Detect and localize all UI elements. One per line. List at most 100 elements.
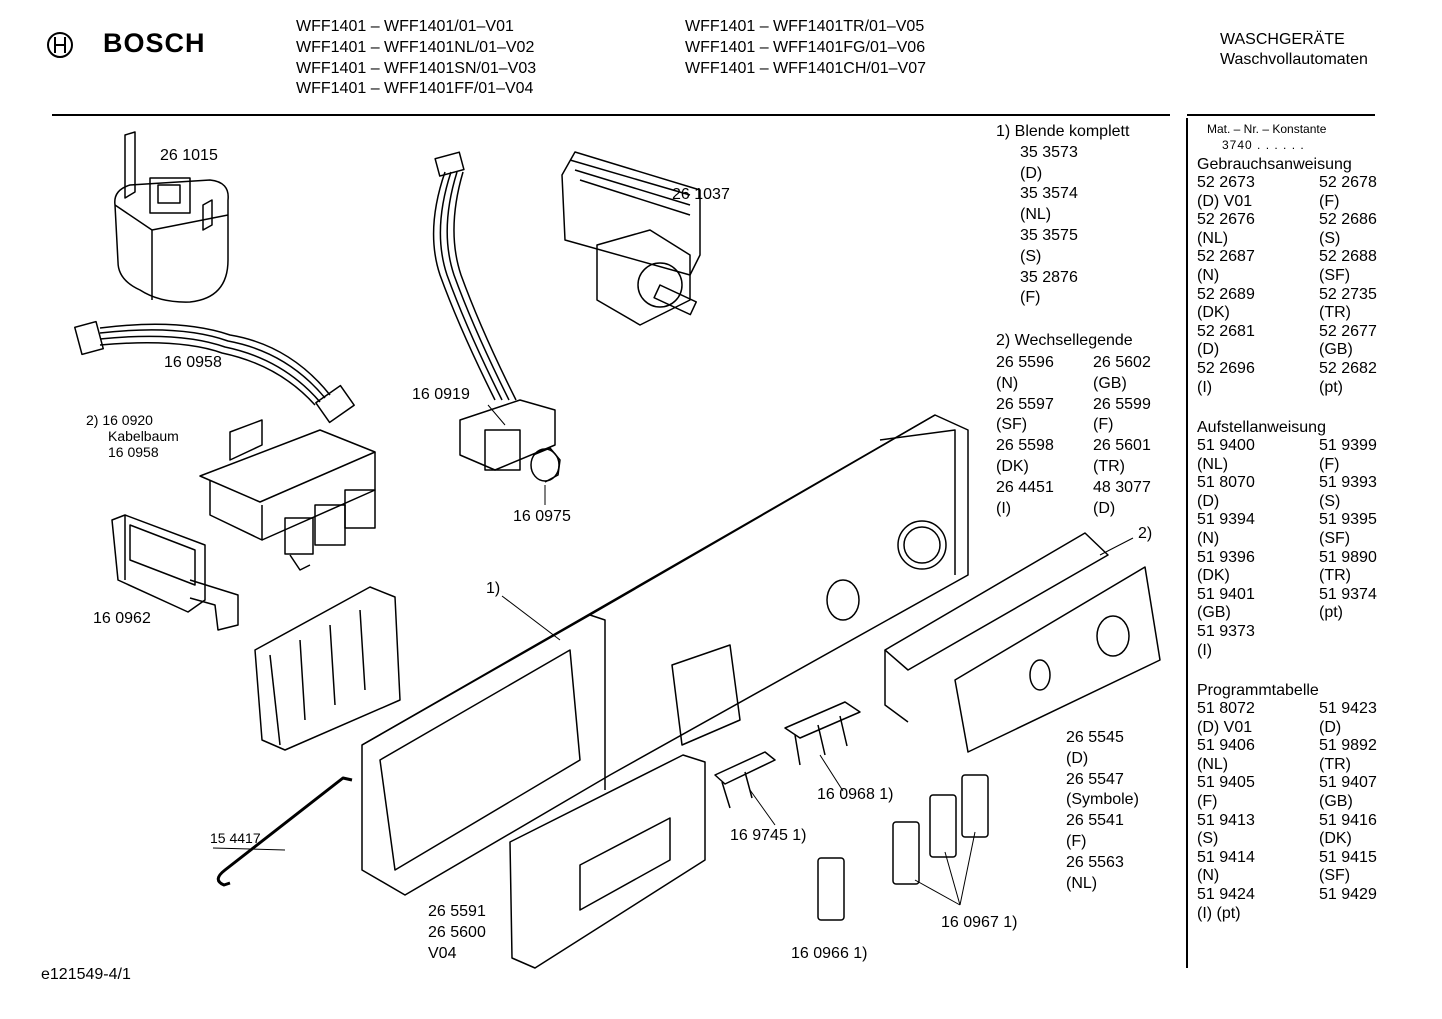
label-line: (D)	[1066, 749, 1089, 767]
header-divider	[52, 114, 1170, 116]
doc-line: (TR)	[1319, 567, 1351, 585]
aufstell-title: Aufstellanweisung	[1197, 419, 1326, 436]
aufstell-col2: 51 9399 (F) 51 9393 (S) 51 9395 (SF) 51 …	[1319, 437, 1377, 623]
legend-line: (TR)	[1093, 457, 1125, 475]
control-board-part	[561, 151, 701, 326]
legend-line: 26 5597	[996, 395, 1054, 413]
doc-line: 52 2735	[1319, 285, 1377, 303]
doc-line: 52 2678	[1319, 174, 1377, 191]
doc-line: (F)	[1197, 792, 1218, 810]
legend-line: (DK)	[996, 457, 1029, 475]
blende-line: 35 3573	[1020, 143, 1078, 161]
blende-line: (D)	[1020, 164, 1043, 182]
doc-line: (D)	[1197, 492, 1220, 510]
doc-line: 52 2688	[1319, 248, 1377, 266]
doc-line: (TR)	[1319, 304, 1351, 322]
label-line: (F)	[1066, 832, 1087, 850]
push-buttons-part	[817, 774, 989, 921]
model-line: WFF1401 – WFF1401/01–V01	[296, 18, 514, 35]
pcb-cable-part	[432, 151, 556, 471]
doc-line: 51 8070	[1197, 474, 1255, 492]
doc-line: (GB)	[1197, 604, 1231, 622]
label-bezel-column: 26 5591 26 5600 V04	[428, 902, 486, 964]
sidebar-vertical-divider	[1186, 118, 1188, 968]
doc-line: 52 2673	[1197, 174, 1255, 191]
button-carrier-part	[254, 586, 401, 751]
knob-part	[530, 447, 561, 483]
label-part-154417: 15 4417	[210, 830, 261, 846]
doc-line: (NL)	[1197, 455, 1229, 473]
blende-line: (S)	[1020, 247, 1042, 265]
doc-line: (TR)	[1319, 755, 1351, 773]
label-line: 26 5600	[428, 923, 486, 941]
clips-part	[714, 701, 861, 809]
model-line: WFF1401 – WFF1401SN/01–V03	[296, 59, 537, 77]
model-line: WFF1401 – WFF1401NL/01–V02	[296, 38, 535, 56]
programm-title: Programmtabelle	[1197, 682, 1319, 699]
doc-line: 51 9395	[1319, 511, 1377, 529]
label-part-160958-kabelbaum: 16 0958	[108, 444, 159, 460]
blende-list: 1) Blende komplett 35 3573 (D) 35 3574 (…	[996, 122, 1129, 309]
doc-line: (I) (pt)	[1197, 904, 1241, 922]
legend-line: 26 5598	[996, 437, 1054, 455]
doc-line: 51 9892	[1319, 737, 1377, 755]
label-ref-1: 1)	[486, 580, 501, 597]
doc-line: (S)	[1319, 492, 1341, 510]
cover-plates-part	[884, 532, 1161, 753]
wechsellegende-title: 2) Wechsellegende	[996, 332, 1133, 349]
label-part-160919: 16 0919	[412, 386, 470, 403]
doc-line: 51 9405	[1197, 774, 1255, 792]
model-line: WFF1401 – WFF1401CH/01–V07	[685, 59, 926, 77]
doc-line: 51 9413	[1197, 811, 1255, 829]
legend-line: (F)	[1093, 416, 1114, 434]
doc-line: 51 9400	[1197, 437, 1255, 454]
doc-line: 52 2681	[1197, 322, 1255, 340]
mat-nr-value: 3740 . . . . . .	[1222, 138, 1305, 152]
label-part-160968: 16 0968 1)	[817, 786, 894, 803]
legend-line: 48 3077	[1093, 478, 1151, 496]
label-part-160967: 16 0967 1)	[941, 914, 1018, 931]
gebrauch-col2: 52 2678 (F) 52 2686 (S) 52 2688 (SF) 52 …	[1319, 174, 1377, 397]
doc-line: 51 9424	[1197, 885, 1255, 903]
leader-lines	[212, 404, 1134, 906]
doc-line: (F)	[1319, 192, 1340, 210]
label-part-261015: 26 1015	[160, 147, 218, 164]
doc-line: (SF)	[1319, 529, 1351, 547]
doc-line: (N)	[1197, 529, 1220, 547]
doc-line: 51 9393	[1319, 474, 1377, 492]
front-panel-frame	[361, 414, 969, 896]
doc-line: 52 2676	[1197, 211, 1255, 229]
brand-name: BOSCH	[103, 28, 206, 58]
programm-col2: 51 9423 (D) 51 9892 (TR) 51 9407 (GB) 51…	[1319, 700, 1377, 905]
blende-title: 1) Blende komplett	[996, 123, 1130, 140]
doc-line: (D) V01	[1197, 192, 1253, 210]
model-line: WFF1401 – WFF1401TR/01–V05	[685, 18, 925, 35]
bezel-part	[509, 754, 706, 969]
doc-line: (S)	[1197, 830, 1219, 848]
doc-line: (N)	[1197, 867, 1220, 885]
label-line: (Symbole)	[1066, 791, 1139, 809]
legend-line: 26 5596	[996, 354, 1054, 371]
label-ref-2: 2)	[1138, 525, 1153, 542]
doc-line: (GB)	[1319, 792, 1353, 810]
label-cover-panel-column: 26 5545 (D) 26 5547 (Symbole) 26 5541 (F…	[1066, 728, 1139, 894]
doc-line: 51 9423	[1319, 700, 1377, 717]
legend-line: (N)	[996, 374, 1019, 392]
doc-line: 51 9407	[1319, 774, 1377, 792]
doc-line: (pt)	[1319, 604, 1343, 622]
doc-line: (pt)	[1319, 378, 1343, 396]
doc-line: (NL)	[1197, 229, 1229, 247]
label-kabelbaum: Kabelbaum	[108, 428, 179, 444]
doc-line: 51 9416	[1319, 811, 1377, 829]
label-line: (NL)	[1066, 874, 1098, 892]
label-part-261037: 26 1037	[672, 186, 730, 203]
doc-line: 51 9415	[1319, 848, 1377, 866]
blende-line: (F)	[1020, 289, 1041, 307]
programm-col1: 51 8072 (D) V01 51 9406 (NL) 51 9405 (F)…	[1197, 700, 1255, 923]
subcategory-title: Waschvollautomaten	[1220, 51, 1368, 68]
legend-line: 26 5602	[1093, 354, 1151, 371]
doc-line: 51 9396	[1197, 548, 1255, 566]
doc-line: (NL)	[1197, 755, 1229, 773]
model-list-left: WFF1401 – WFF1401/01–V01 WFF1401 – WFF14…	[296, 17, 536, 100]
